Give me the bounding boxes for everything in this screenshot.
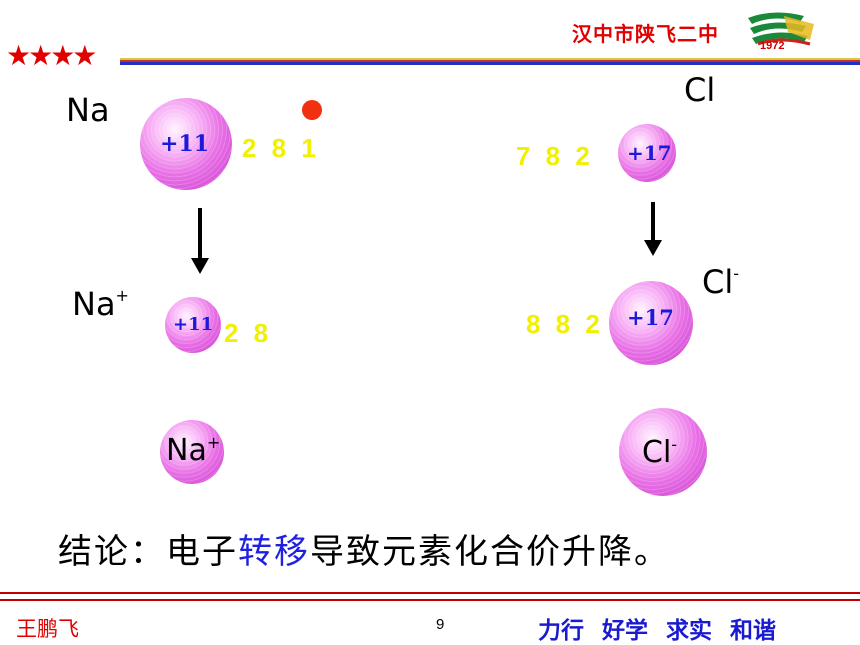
author-name: 王鹏飞 [16,617,79,641]
chlorine-arrow-head [644,240,662,256]
chlorine-ion-ball-label: Cl- [642,435,678,470]
chlorine-ion-nucleus: +17 [627,305,674,330]
sodium-atom-nucleus: +11 [160,131,210,157]
sodium-ion-ball-label: Na+ [166,433,221,468]
conclusion-text: 结论：电子转移导致元素化合价升降。 [58,532,670,572]
logo-year: 1972 [760,40,785,52]
page-number: 9 [436,616,445,633]
chlorine-atom-nucleus: +17 [627,141,672,165]
school-name: 汉中市陕飞二中 [572,22,719,46]
chlorine-ion-ball: Cl- [619,408,707,496]
sodium-ion-shells: 2 8 [224,318,273,348]
conclusion-highlight: 转移 [238,532,310,572]
chlorine-ion-sphere: +17 [609,281,693,365]
sodium-arrow-shaft [198,208,202,260]
school-logo [748,12,814,46]
chlorine-atom-shells: 7 8 2 [516,141,594,171]
footer-rule [0,592,860,601]
school-motto: 力行 好学 求实 和谐 [538,618,777,644]
chlorine-ion-label: Cl- [702,263,740,301]
chlorine-ion-shells: 8 8 2 [526,309,604,339]
sodium-atom-shells: 2 8 1 [242,133,320,163]
sodium-atom-sphere: +11 [140,98,232,190]
sodium-ion-nucleus: +11 [173,314,214,335]
chlorine-arrow-shaft [651,202,655,242]
header-rule [120,58,860,68]
chlorine-atom-label: Cl [684,71,716,109]
sodium-arrow-head [191,258,209,274]
chlorine-atom-sphere: +17 [618,124,676,182]
sodium-ion-sphere: +11 [165,297,221,353]
sodium-ion-label: Na+ [72,285,129,323]
sodium-ion-ball: Na+ [160,420,224,484]
electron-dot [302,100,322,120]
sodium-atom-label: Na [66,91,110,129]
stars-decoration: ★★★★ [6,39,97,72]
